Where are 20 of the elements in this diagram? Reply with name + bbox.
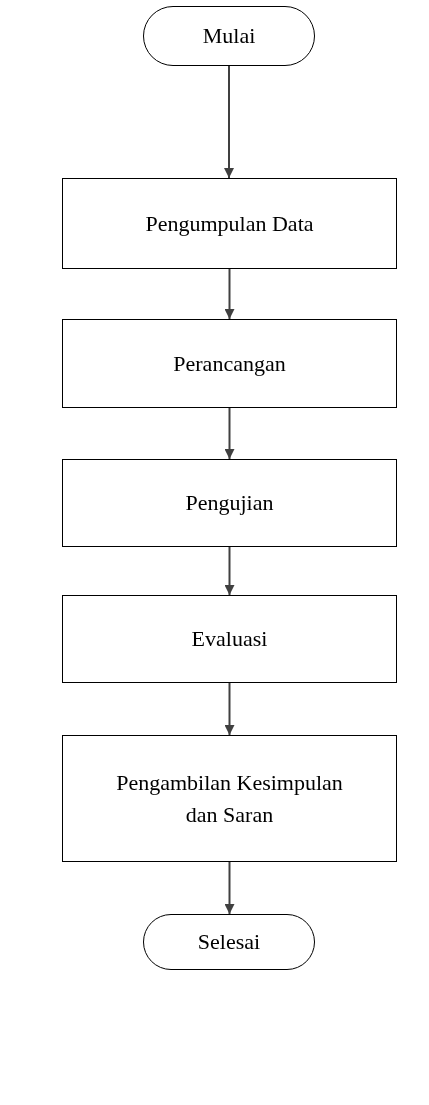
node-label: Pengumpulan Data — [145, 209, 314, 238]
arrow — [224, 546, 235, 596]
arrow — [224, 861, 235, 915]
node-label: Mulai — [202, 22, 256, 51]
node-label: Selesai — [197, 928, 261, 957]
arrow — [224, 682, 235, 736]
process-box — [62, 459, 397, 547]
node-label: Perancangan — [173, 349, 286, 378]
node-label: Pengambilan Kesimpulan dan Saran — [115, 768, 344, 829]
terminator-shape — [143, 914, 315, 970]
process-box — [62, 595, 397, 683]
node-label: Evaluasi — [191, 625, 268, 654]
terminator-shape — [143, 6, 315, 66]
process-box — [62, 735, 397, 862]
process-box — [62, 178, 397, 269]
arrow — [224, 65, 234, 179]
arrow — [224, 268, 235, 320]
process-box — [62, 319, 397, 408]
arrow — [224, 407, 235, 460]
node-label: Pengujian — [185, 489, 274, 518]
